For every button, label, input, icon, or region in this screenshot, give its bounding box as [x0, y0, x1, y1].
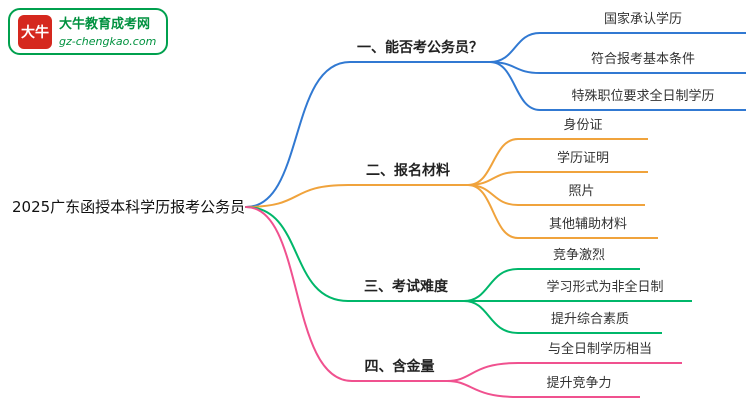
leaf-node: 竞争激烈: [518, 244, 640, 270]
leaf-node: 与全日制学历相当: [518, 338, 682, 364]
logo-site-name: 大牛教育成考网: [59, 16, 151, 32]
leaf-node: 照片: [518, 180, 645, 206]
leaf-node: 学习形式为非全日制: [518, 276, 692, 302]
branch-node-2: 二、报名材料: [348, 160, 468, 186]
branch-node-3: 三、考试难度: [348, 276, 464, 302]
branch-node-1: 一、能否考公务员？: [350, 37, 490, 63]
leaf-node: 特殊职位要求全日制学历: [540, 85, 746, 111]
leaf-node: 提升综合素质: [518, 308, 662, 334]
leaf-node: 身份证: [518, 114, 648, 140]
leaf-node: 学历证明: [518, 147, 648, 173]
root-node: 2025广东函授本科学历报考公务员: [12, 198, 246, 216]
leaf-node: 符合报考基本条件: [540, 48, 746, 74]
branch-node-4: 四、含金量: [352, 356, 447, 382]
site-logo: 大牛 大牛教育成考网 gz-chengkao.com: [8, 8, 169, 55]
logo-bull-icon: 大牛: [18, 15, 52, 49]
leaf-node: 其他辅助材料: [518, 213, 658, 239]
leaf-node: 提升竞争力: [518, 372, 640, 398]
leaf-node: 国家承认学历: [540, 8, 746, 34]
logo-site-url: gz-chengkao.com: [59, 34, 157, 48]
logo-text-block: 大牛教育成考网 gz-chengkao.com: [59, 17, 156, 48]
